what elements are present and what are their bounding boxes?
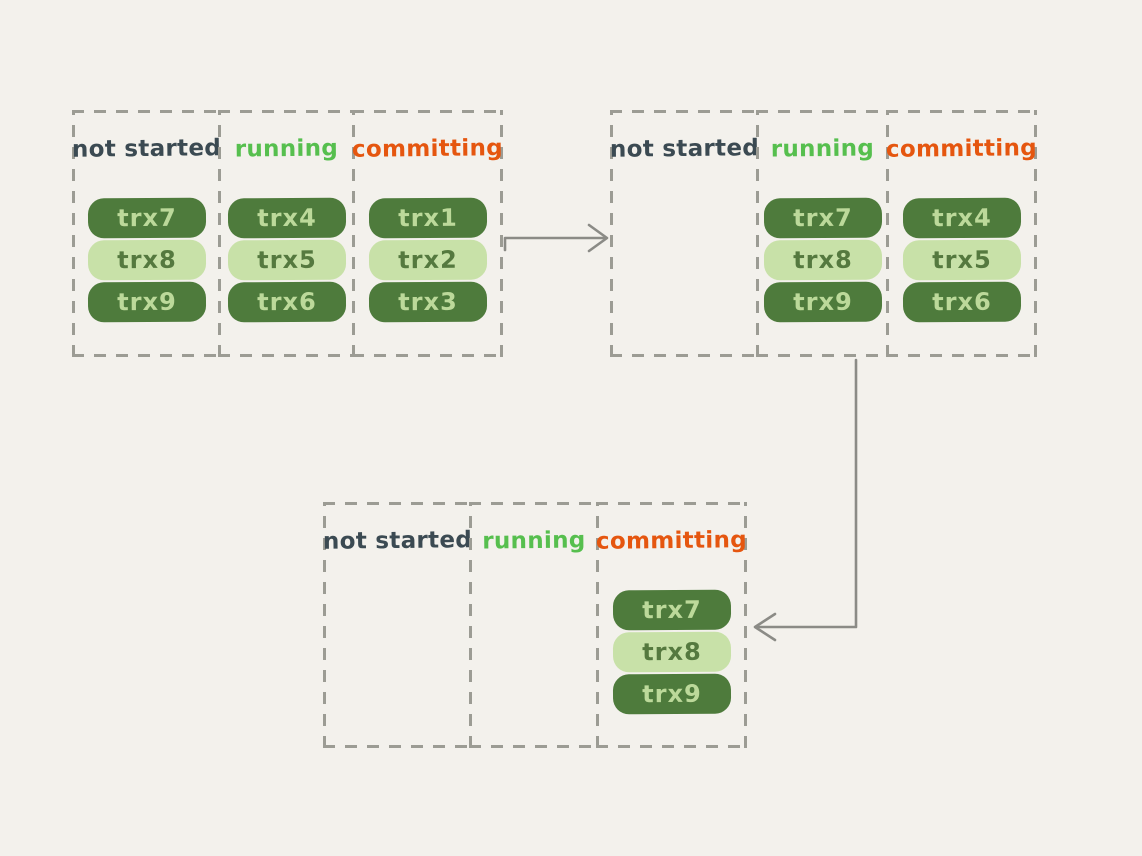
trx-pill: trx8 [87,239,206,281]
trx-pill: trx5 [227,239,346,281]
trx-pill: trx6 [227,281,346,323]
state-label-not-started: not started [609,135,760,163]
stage-2-panel: not started running trx7 trx8 trx9 commi… [610,110,1037,357]
trx-pill: trx6 [902,281,1021,323]
trx-pill: trx4 [902,197,1021,239]
trx-pill: trx9 [612,673,731,715]
stage-1-panel: not started trx7 trx8 trx9 running trx4 … [72,110,503,357]
trx-stack: trx1 trx2 trx3 [352,197,503,323]
stage-1-column-not-started: not started trx7 trx8 trx9 [72,110,221,357]
trx-pill: trx9 [763,281,882,323]
trx-pill: trx9 [87,281,206,323]
trx-pill: trx7 [87,197,206,239]
stage-3-column-committing: committing trx7 trx8 trx9 [596,502,747,748]
trx-pill: trx8 [612,631,731,673]
trx-pill: trx8 [763,239,882,281]
trx-pill: trx7 [763,197,882,239]
trx-stack: trx4 trx5 trx6 [886,197,1037,323]
stage-1-column-committing: committing trx1 trx2 trx3 [352,110,503,357]
state-label-committing: committing [885,135,1038,163]
trx-stack: trx7 trx8 trx9 [596,589,747,715]
stage-2-column-running: running trx7 trx8 trx9 [756,110,890,357]
stage-2-column-committing: committing trx4 trx5 trx6 [886,110,1037,357]
state-label-committing: committing [351,135,504,163]
trx-pill: trx2 [368,239,487,281]
trx-pill: trx4 [227,197,346,239]
state-label-running: running [482,527,586,555]
trx-stack: trx7 trx8 trx9 [72,197,221,323]
trx-pill: trx5 [902,239,1021,281]
stage-3-column-running: running [469,502,600,748]
trx-pill: trx1 [368,197,487,239]
arrow-stage1-to-stage2-icon [503,223,609,253]
state-label-running: running [234,135,339,163]
stage-3-column-not-started: not started [323,502,472,748]
arrow-stage2-to-stage3-icon [753,358,858,642]
state-label-committing: committing [595,527,748,555]
stage-1-column-running: running trx4 trx5 trx6 [218,110,356,357]
trx-pill: trx3 [368,281,487,323]
state-label-running: running [770,135,875,163]
stage-3-panel: not started running committing trx7 trx8… [323,502,747,748]
stage-2-column-not-started: not started [610,110,759,357]
state-label-not-started: not started [322,527,473,555]
trx-pill: trx7 [612,589,731,631]
state-label-not-started: not started [71,135,222,163]
trx-stack: trx4 trx5 trx6 [218,197,355,323]
trx-stack: trx7 trx8 trx9 [756,197,889,323]
